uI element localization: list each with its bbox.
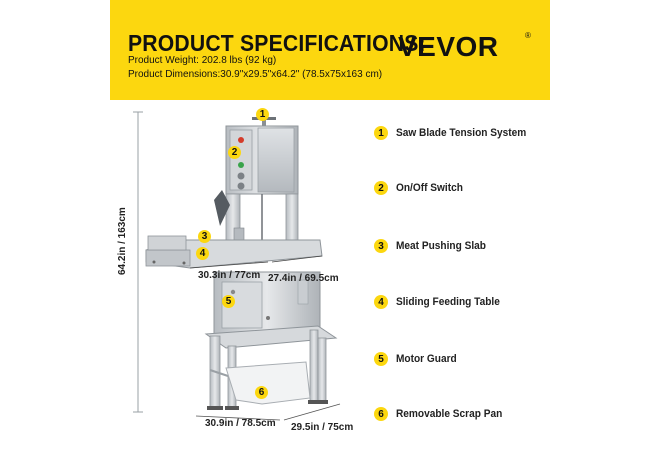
table-depth-label: 27.4in / 69.5cm: [268, 273, 339, 284]
table-width-label: 30.3in / 77cm: [198, 270, 261, 281]
spec-banner: PRODUCT SPECIFICATIONS: Product Weight: …: [110, 0, 550, 100]
feature-item-4: 4 Sliding Feeding Table: [374, 292, 509, 312]
feature-item-6: 6 Removable Scrap Pan: [374, 404, 512, 424]
feature-label-1: Saw Blade Tension System: [396, 127, 527, 139]
power-switch-green: [238, 162, 244, 168]
brand-registered-mark: ®: [525, 31, 531, 40]
feature-number-5: 5: [374, 352, 388, 366]
banner-title: PRODUCT SPECIFICATIONS:: [128, 30, 426, 56]
product-dimensions: Product Dimensions:30.9"x29.5"x64.2" (78…: [128, 69, 383, 80]
feature-label-4: Sliding Feeding Table: [396, 296, 500, 308]
feature-number-6: 6: [374, 407, 388, 421]
callout-2: 2: [228, 146, 241, 159]
feature-label-6: Removable Scrap Pan: [396, 408, 503, 420]
scrap-pan: [225, 361, 311, 405]
product-weight: Product Weight: 202.8 lbs (92 kg): [128, 55, 277, 66]
brand-logo: VEVOR: [398, 31, 499, 62]
feature-item-5: 5 Motor Guard: [374, 349, 462, 369]
feature-item-3: 3 Meat Pushing Slab: [374, 236, 494, 256]
callout-6: 6: [255, 386, 268, 399]
feature-number-4: 4: [374, 295, 388, 309]
height-dimension-label: 64.2in / 163cm: [117, 207, 128, 275]
base-width-label: 30.9in / 78.5cm: [205, 418, 276, 429]
feature-number-1: 1: [374, 126, 388, 140]
callout-3: 3: [198, 230, 211, 243]
feature-item-2: 2 On/Off Switch: [374, 178, 469, 198]
switch-panel: [229, 129, 253, 191]
power-switch-red: [238, 137, 244, 143]
callout-4: 4: [196, 247, 209, 260]
callout-1: 1: [256, 108, 269, 121]
feature-number-3: 3: [374, 239, 388, 253]
feature-item-1: 1 Saw Blade Tension System: [374, 123, 538, 143]
callout-5: 5: [222, 295, 235, 308]
feature-number-2: 2: [374, 181, 388, 195]
feature-label-3: Meat Pushing Slab: [396, 240, 486, 252]
feature-label-5: Motor Guard: [396, 353, 457, 365]
height-dimension-line: [133, 111, 143, 413]
meat-pusher-arm: [214, 190, 230, 226]
feature-label-2: On/Off Switch: [396, 182, 463, 194]
base-depth-label: 29.5in / 75cm: [291, 422, 354, 433]
